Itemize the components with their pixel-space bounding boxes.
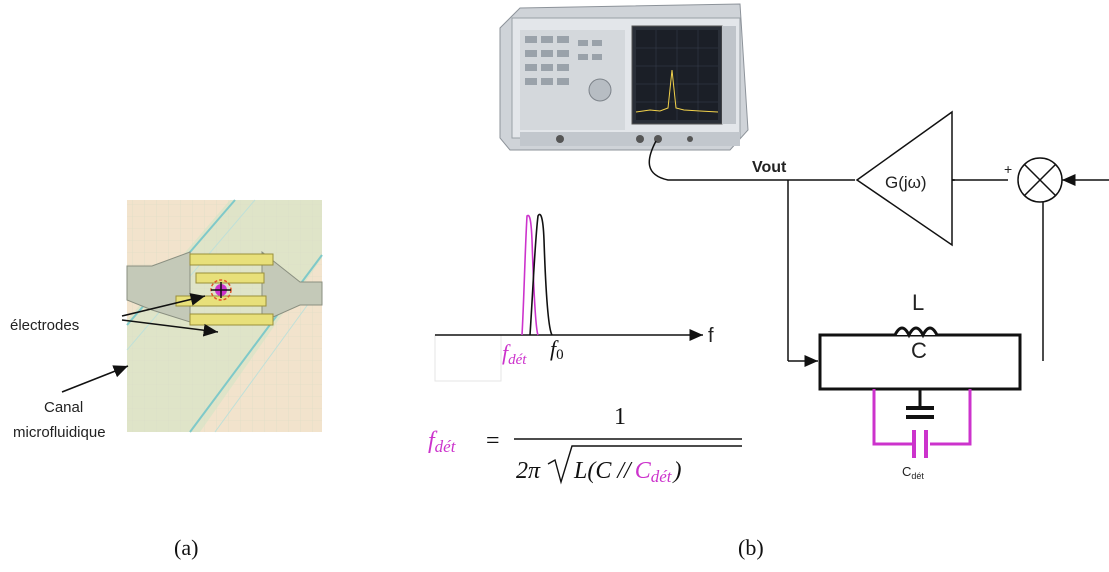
cdet-wire-left bbox=[872, 389, 912, 446]
plus-sign: + bbox=[1004, 161, 1012, 177]
canal-arrow bbox=[61, 365, 129, 393]
spectrum-analyzer-image bbox=[499, 3, 749, 151]
capacitor-label: C bbox=[911, 338, 927, 363]
canal-label-line1: Canal bbox=[44, 399, 83, 416]
amplifier-triangle: G(jω) bbox=[855, 110, 953, 247]
circuit-wiring bbox=[648, 140, 1109, 367]
fdet-peak bbox=[521, 214, 539, 336]
fdet-label: fdét bbox=[502, 340, 527, 368]
electrodes-annotation: électrodes bbox=[10, 293, 219, 337]
f0-peak bbox=[529, 213, 553, 336]
canal-annotation: Canal microfluidique bbox=[13, 365, 129, 441]
frequency-axis-label: f bbox=[708, 325, 714, 347]
cdet-wire-right bbox=[930, 389, 972, 446]
formula-radicand: L(C //Cdét) bbox=[573, 458, 681, 486]
lc-tank bbox=[818, 326, 1022, 419]
sqrt-sign bbox=[547, 445, 742, 485]
analyzer-cable bbox=[648, 140, 855, 181]
electrodes-label: électrodes bbox=[10, 317, 79, 334]
vout-label: Vout bbox=[752, 159, 787, 176]
inductor-coil bbox=[893, 326, 939, 339]
cdet-label: Cdét bbox=[902, 464, 924, 481]
resonance-spectrum: f fdét f0 bbox=[434, 213, 714, 382]
microfluidic-chip-image bbox=[126, 199, 323, 433]
caption-b: (b) bbox=[738, 535, 764, 560]
electrode-arrow-upper bbox=[121, 293, 206, 317]
canal-label-line2: microfluidique bbox=[13, 424, 106, 441]
formula-lhs: fdét bbox=[428, 428, 457, 456]
summing-junction: + bbox=[1004, 157, 1063, 203]
inductor-label: L bbox=[912, 290, 924, 315]
f0-label: f0 bbox=[550, 336, 564, 363]
gain-label: G(jω) bbox=[885, 173, 927, 192]
electrode-arrow-lower bbox=[121, 319, 219, 337]
caption-a: (a) bbox=[174, 535, 198, 560]
cdet-branch bbox=[872, 389, 972, 458]
formula-equals: = bbox=[486, 428, 500, 454]
formula-denominator-prefix: 2π bbox=[516, 458, 541, 484]
resonance-formula: fdét = 1 2π L(C //Cdét) bbox=[428, 404, 742, 486]
formula-numerator: 1 bbox=[614, 404, 626, 430]
